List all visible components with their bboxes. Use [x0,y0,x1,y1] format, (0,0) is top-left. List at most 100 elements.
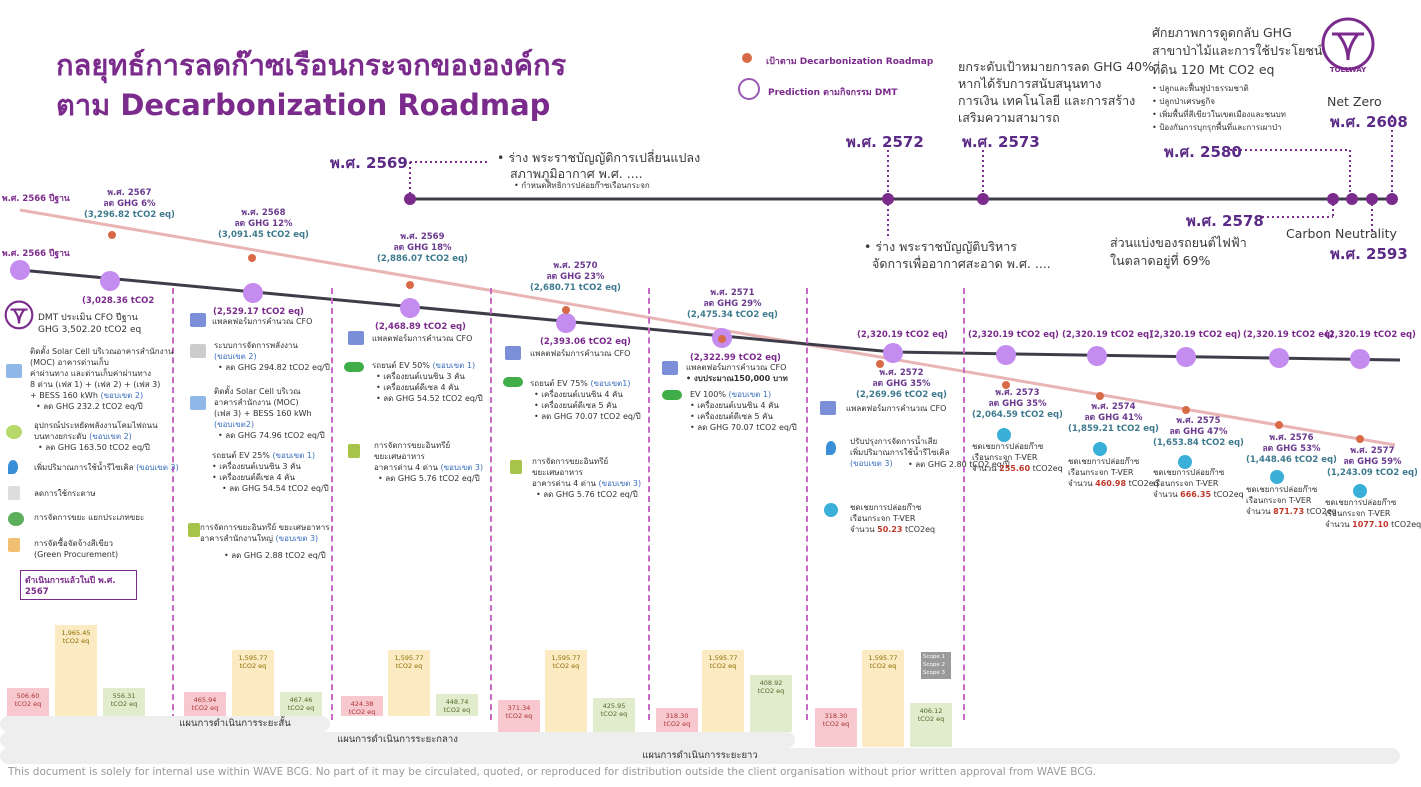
prediction-label-2569: (2,468.89 tCO2 eq) [375,322,466,332]
energy-system-action: ระบบการจัดการพลังงาน(ขอบเขต 2)• ลด GHG 2… [214,341,330,372]
milestone-2573-text1: ยกระดับเป้าหมายการลด GHG 40% [958,59,1155,74]
prediction-trend-line [19,268,894,354]
milestone-2572-text1: • ร่าง พระราชบัญญัติบริหาร [864,239,1018,254]
milestone-2573-text4: เสริมความสามารถ [958,110,1060,125]
milestone-2572-text2: จัดการเพื่ออากาศสะอาด พ.ศ. .... [872,256,1051,271]
water-drop-icon [8,460,18,474]
page-title-line2: ตาม Decarbonization Roadmap [56,88,551,122]
net-zero-label: Net Zero [1327,94,1382,109]
cfo-platform-icon-3 [348,331,364,345]
target-legend-label: เป้าตาม Decarbonization Roadmap [766,57,934,67]
cfo-platform-icon-5 [662,361,678,375]
milestone-2580-head2: สาขาป่าไม้และการใช้ประโยชน์ [1152,43,1323,58]
prediction-label-2567: (3,028.36 tCO2 [82,296,155,306]
ev-car-icon-4 [503,377,523,387]
milestone-2573-text2: หากได้รับการสนับสนุนทาง [958,76,1102,91]
prediction-label-2574: (2,320.19 tCO2 eq) [1062,330,1153,340]
tollway-logo-icon: TOLLWAY [1321,17,1375,74]
milestone-2580-year: พ.ศ. 2580 [1164,143,1242,161]
tver-icon-2574 [1093,442,1107,456]
cfo-platform-2569: แพลตฟอร์มการคำนวณ CFO [372,334,473,343]
ev-100-action: EV 100% (ขอบเขต 1)• เครื่องยนต์เบนซิน 4 … [690,390,797,432]
milestone-2580-b4: • ป้องกันการบุกรุกพื้นที่และการเผาป่า [1152,123,1282,132]
procurement-icon [8,538,20,552]
tver-icon-2577 [1353,484,1367,498]
energy-system-icon [190,344,206,358]
svg-text:TOLLWAY: TOLLWAY [1330,66,1367,74]
energy-saving-icon [6,425,22,439]
prediction-legend-icon [738,78,760,100]
cfo-platform-2568: แพลตฟอร์มการคำนวณ CFO [212,317,313,326]
mid-term-plan: แผนการดำเนินการระยะกลาง [0,732,795,748]
prediction-label-2571: (2,322.99 tCO2 eq) [690,353,781,363]
ev-50-action: รถยนต์ EV 50% (ขอบเขต 1)• เครื่องยนต์เบน… [372,361,483,403]
done-badge: ดำเนินการแล้วในปี พ.ศ. 2567 [20,570,137,600]
prediction-label-2577: (2,320.19 tCO2 eq) [1325,330,1416,340]
cfo-platform-2570: แพลตฟอร์มการคำนวณ CFO [530,349,631,358]
milestone-2580-b1: • ปลูกและฟื้นฟูป่าธรรมชาติ [1152,84,1249,93]
prediction-label-2570: (2,393.06 tCO2 eq) [540,337,631,347]
milestone-2569-year: พ.ศ. 2569 [330,154,408,172]
page-title-line1: กลยุทธ์การลดก๊าซเรือนกระจกขององค์กร [56,48,567,82]
organic-bin-icon-3 [348,444,360,458]
prediction-label-2566: พ.ศ. 2566 ปีฐาน [2,249,70,259]
net-zero-year: พ.ศ. 2608 [1330,113,1408,131]
short-term-plan: แผนการดำเนินการระยะสั้น [0,716,330,732]
cfo-platform-icon-6 [820,401,836,415]
organic-waste-action-3: การจัดการขยะอินทรีย์ขยะเศษอาหารอาคารด่าน… [374,441,484,483]
target-trend-line [19,208,1396,447]
prediction-label-2573: (2,320.19 tCO2 eq) [968,330,1059,340]
paper-action: ลดการใช้กระดาษ [34,489,96,498]
target-label-2566: พ.ศ. 2566 ปีฐาน [2,194,70,204]
milestone-2578-year: พ.ศ. 2578 [1186,212,1264,230]
tver-icon-2573 [997,428,1011,442]
streetlight-action: อุปกรณ์ประหยัดพลังงานโคมไฟถนนบนทางยกระดั… [34,421,158,452]
footer-disclaimer: This document is solely for internal use… [8,766,1097,778]
milestone-2580-head3: ที่ดิน 120 Mt CO2 eq [1152,62,1275,77]
cfo-platform-2572: แพลตฟอร์มการคำนวณ CFO [846,404,947,413]
tver-icon [824,503,838,517]
cfo-platform-2571: แพลตฟอร์มการคำนวณ CFO• งบประมาณ150,000 บ… [686,363,788,383]
green-procurement-action: การจัดซื้อจัดจ้างสีเขียว(Green Procureme… [34,539,119,559]
wastewater-action: ปรับปรุงการจัดการน้ำเสียเพิ่มปริมาณการใช… [850,437,1010,469]
prediction-flat-line [892,350,1401,362]
tver-icon-2576 [1270,470,1284,484]
waste-action: การจัดการขยะ แยกประเภทขยะ [34,513,145,522]
ev-car-icon [344,362,364,372]
milestone-2569-text2: สภาพภูมิอากาศ พ.ศ. .... [510,166,643,181]
milestone-2580-b2: • ปลูกป่าเศรษฐกิจ [1152,97,1215,106]
prediction-label-2576: (2,320.19 tCO2 eq) [1243,330,1334,340]
milestone-2572-year: พ.ศ. 2572 [846,133,924,151]
solar-cell-action: ติดตั้ง Solar Cell บริเวณอาคารสำนักงาน(M… [30,347,174,411]
prediction-label-2568: (2,529.17 tCO2 eq) [213,307,304,317]
water-drop-icon-6 [826,441,836,455]
cfo-platform-icon-4 [505,346,521,360]
